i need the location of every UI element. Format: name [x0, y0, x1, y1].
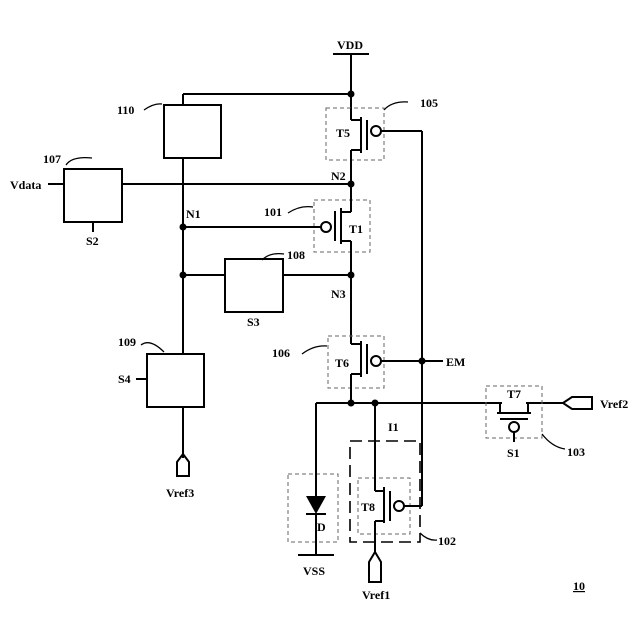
- junction-vdd: [348, 91, 355, 98]
- vdata-label: Vdata: [10, 178, 41, 192]
- junction-bottom-t6: [348, 400, 355, 407]
- n2-label: N2: [331, 169, 346, 183]
- block-109: [147, 354, 204, 407]
- ref-105-label: 105: [420, 96, 438, 110]
- diode-d: D: [306, 403, 326, 555]
- vdd-label: VDD: [337, 38, 363, 52]
- s2-label: S2: [86, 234, 99, 248]
- d-label: D: [317, 520, 326, 534]
- figure-number: 10: [573, 579, 585, 593]
- vref2-pin: [563, 397, 592, 409]
- ref-108-label: 108: [287, 248, 305, 262]
- s3-label: S3: [247, 315, 260, 329]
- ref-106-label: 106: [272, 346, 290, 360]
- vss-label: VSS: [303, 564, 325, 578]
- vref1-pin: [369, 552, 381, 582]
- block-107: [64, 169, 122, 222]
- ref-107-label: 107: [43, 152, 61, 166]
- i1-label: I1: [388, 420, 399, 434]
- junction-108-left: [180, 272, 187, 279]
- ref-109-label: 109: [118, 335, 136, 349]
- t1-label: T1: [349, 222, 363, 236]
- ref-102-label: 102: [438, 534, 456, 548]
- node-n2: [348, 181, 355, 188]
- t7-label: T7: [507, 387, 521, 401]
- junction-em: [419, 358, 426, 365]
- node-n1: [180, 224, 187, 231]
- block-110: [164, 105, 221, 158]
- vref3-label: Vref3: [166, 486, 194, 500]
- transistor-t7: T7 S1: [497, 387, 531, 460]
- ref-110-label: 110: [117, 103, 134, 117]
- vref2-label: Vref2: [600, 397, 628, 411]
- t5-label: T5: [336, 126, 350, 140]
- transistor-t5: T5: [336, 108, 422, 176]
- t6-label: T6: [335, 356, 349, 370]
- ref-103-label: 103: [567, 445, 585, 459]
- transistor-t6: T6: [335, 341, 443, 403]
- vref1-label: Vref1: [362, 588, 390, 602]
- t8-label: T8: [361, 500, 375, 514]
- block-108: [225, 259, 283, 312]
- em-label: EM: [446, 355, 465, 369]
- s4-label: S4: [118, 372, 131, 386]
- n3-label: N3: [331, 287, 346, 301]
- n1-label: N1: [186, 207, 201, 221]
- s1-label: S1: [507, 446, 520, 460]
- ref-101-label: 101: [264, 205, 282, 219]
